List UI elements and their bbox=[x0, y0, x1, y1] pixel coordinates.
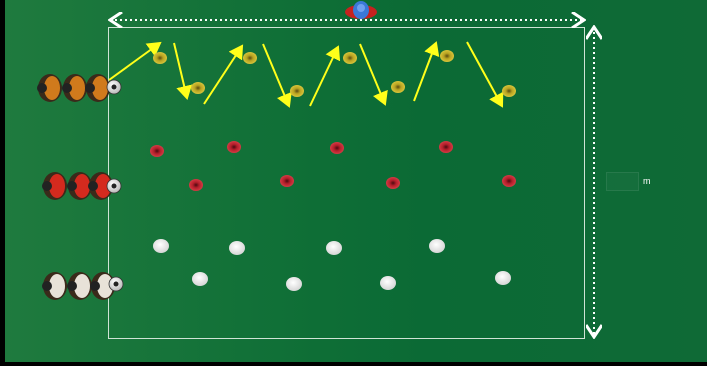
cone-icon bbox=[502, 175, 516, 187]
player-group-white bbox=[42, 272, 123, 300]
dimension-unit-label: m bbox=[643, 176, 651, 186]
cone-icon bbox=[386, 177, 400, 189]
cone-icon bbox=[229, 241, 245, 255]
cone-icon bbox=[326, 241, 342, 255]
arrow-icon bbox=[414, 43, 436, 101]
player-group-icon bbox=[42, 172, 113, 200]
cone-icon bbox=[227, 141, 241, 153]
cone-icon bbox=[391, 81, 405, 93]
cone-icon bbox=[495, 271, 511, 285]
player-group-red bbox=[42, 172, 121, 200]
cone-icon bbox=[192, 272, 208, 286]
cone-icon bbox=[191, 82, 205, 94]
cone-icon bbox=[153, 52, 167, 64]
cone-icon bbox=[189, 179, 203, 191]
cone-icon bbox=[330, 142, 344, 154]
cones-yellow bbox=[153, 50, 516, 97]
arrow-icon bbox=[467, 42, 502, 106]
dimension-input-box bbox=[606, 172, 639, 191]
cones-white bbox=[153, 239, 511, 291]
cone-icon bbox=[439, 141, 453, 153]
coach-icon bbox=[345, 1, 377, 19]
cone-icon bbox=[380, 276, 396, 290]
arrow-icon bbox=[174, 43, 187, 98]
arrow-icon bbox=[360, 44, 385, 104]
cone-icon bbox=[343, 52, 357, 64]
cone-icon bbox=[502, 85, 516, 97]
cone-icon bbox=[429, 239, 445, 253]
arrow-icon bbox=[204, 46, 242, 104]
cone-icon bbox=[243, 52, 257, 64]
cones-red bbox=[150, 141, 516, 191]
cone-icon bbox=[280, 175, 294, 187]
cone-icon bbox=[153, 239, 169, 253]
cone-icon bbox=[150, 145, 164, 157]
player-group-icon bbox=[37, 74, 110, 102]
arrow-icon bbox=[109, 43, 160, 80]
cone-icon bbox=[286, 277, 302, 291]
cone-icon bbox=[440, 50, 454, 62]
arrow-icon bbox=[263, 44, 289, 106]
player-group-icon bbox=[42, 272, 115, 300]
cone-icon bbox=[290, 85, 304, 97]
arrow-icon bbox=[310, 47, 338, 106]
